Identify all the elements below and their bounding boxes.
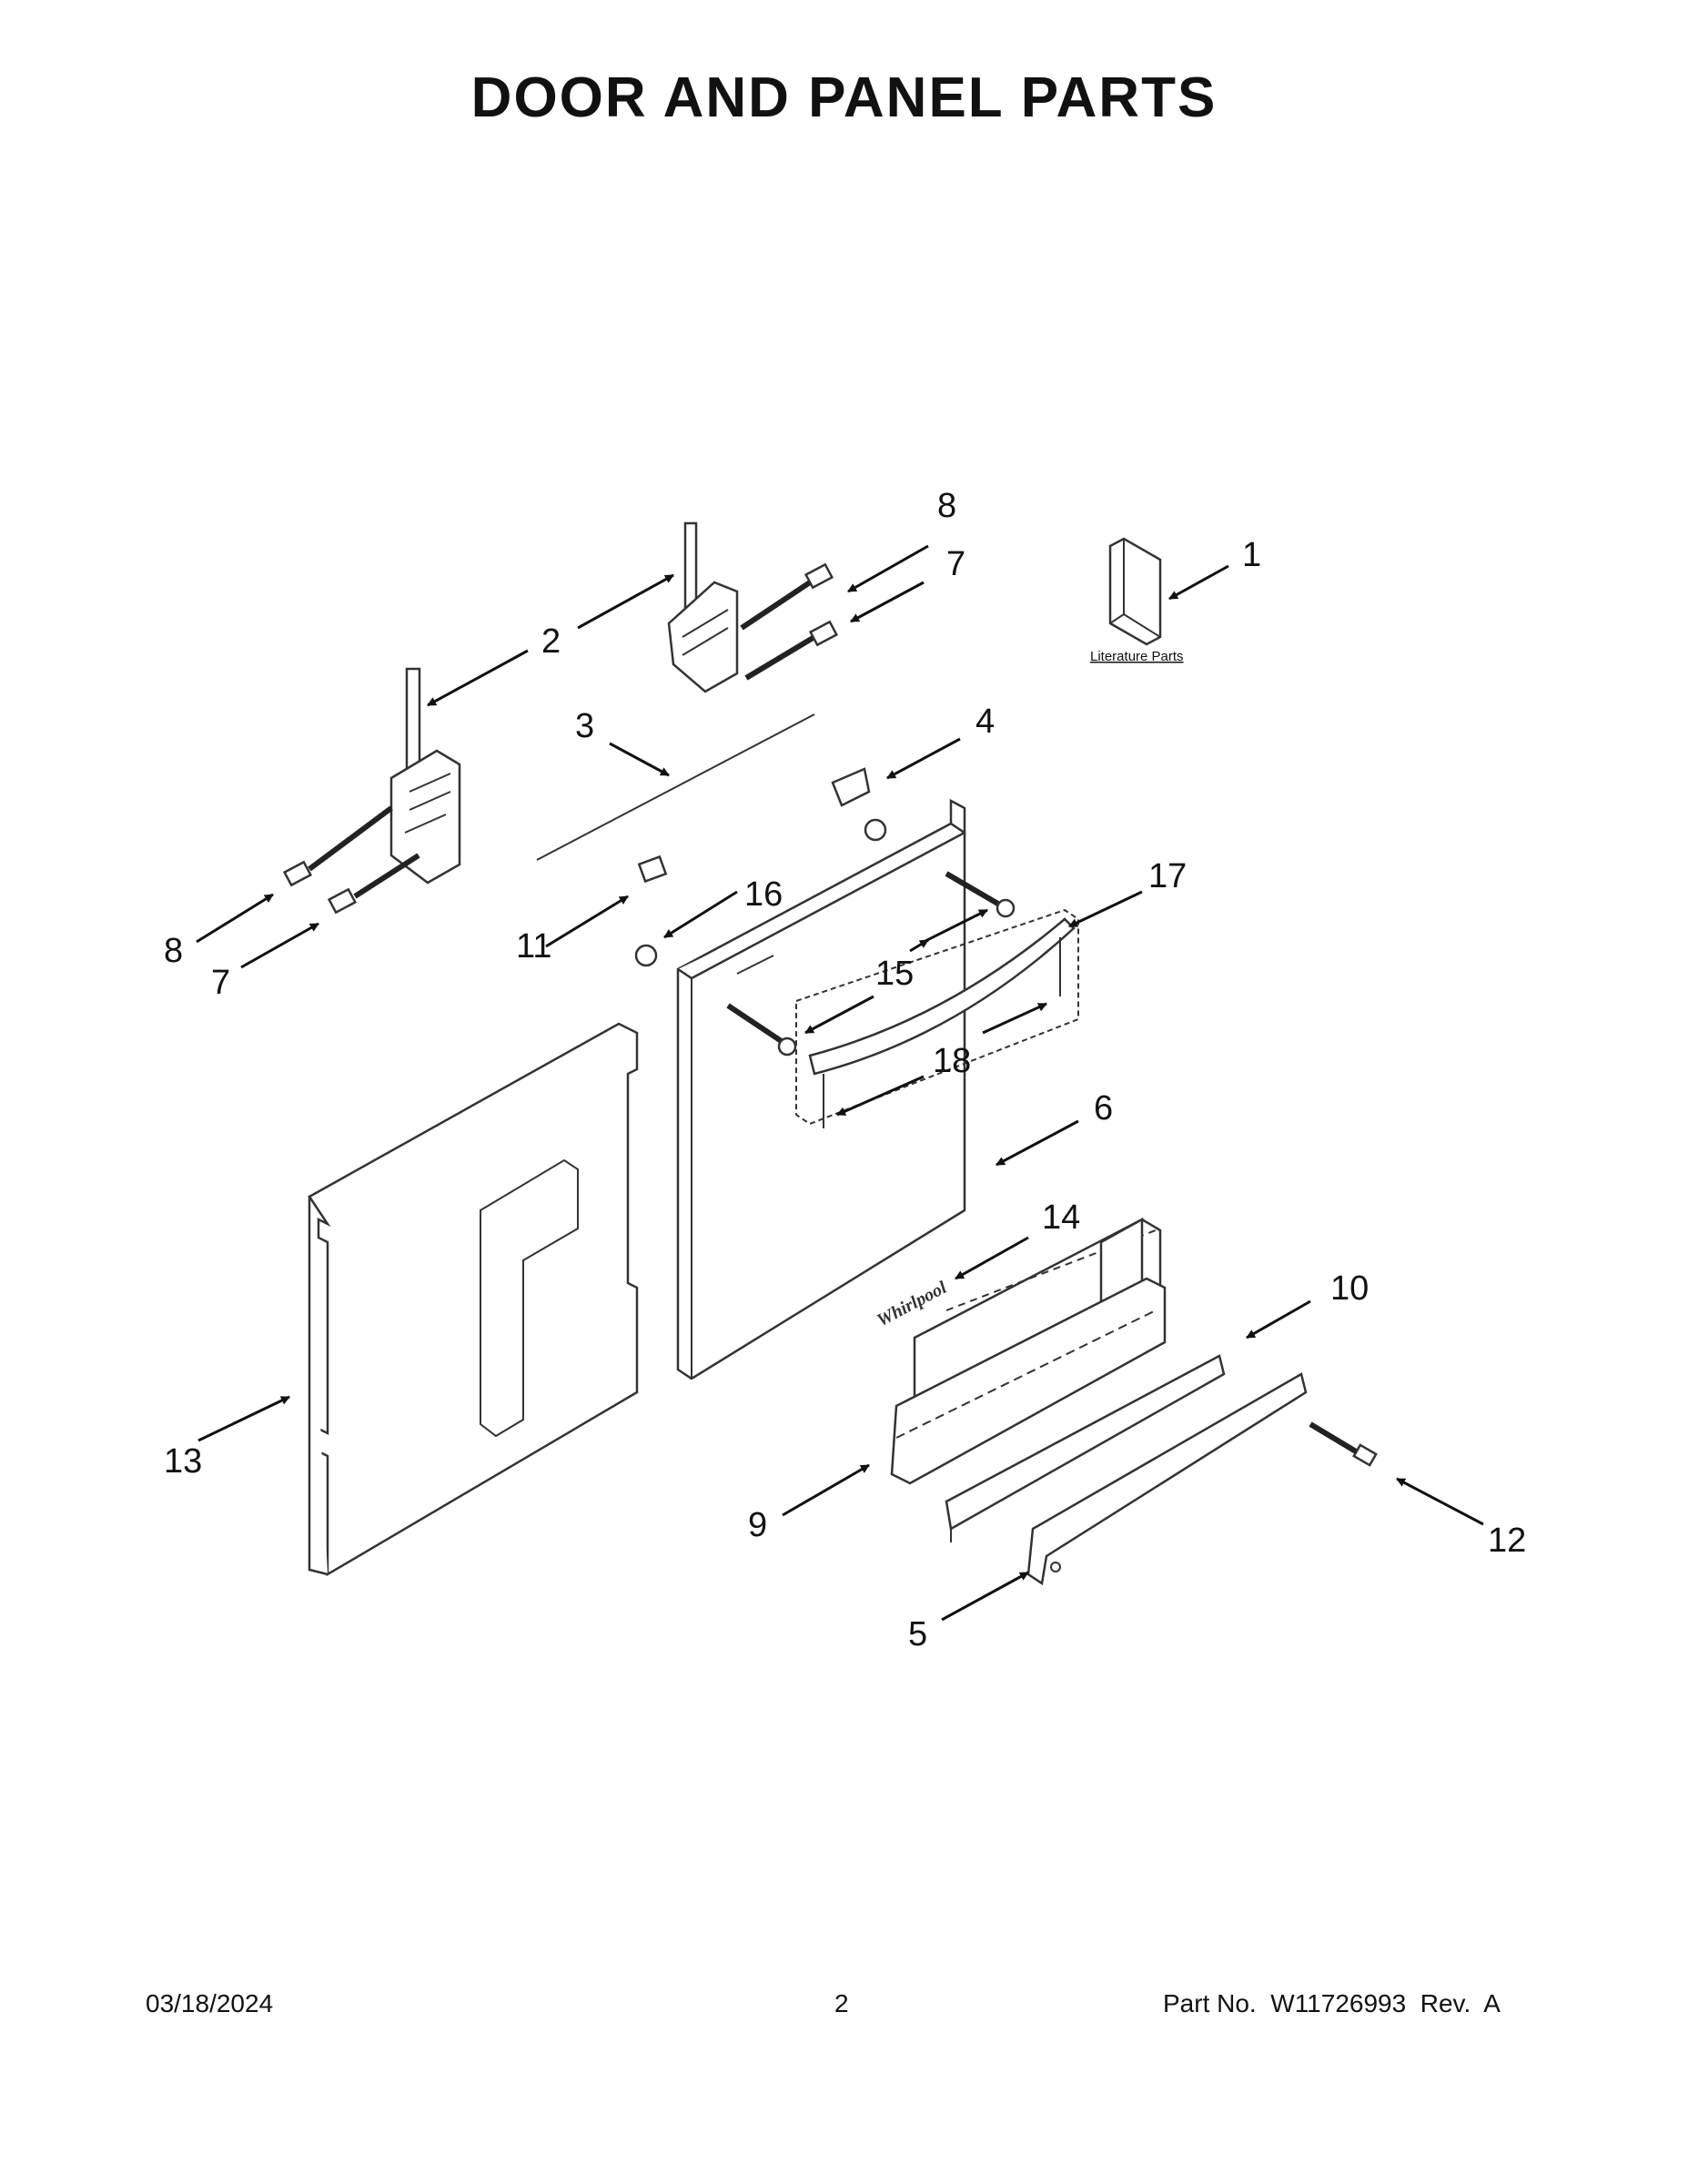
part-2-hinge-left (389, 667, 461, 885)
page-title: DOOR AND PANEL PARTS (470, 66, 1218, 129)
callout-16: 16 (744, 875, 783, 914)
callout-11: 11 (516, 927, 551, 966)
callout-4: 4 (975, 703, 995, 741)
part-1-literature: Literature Parts (1090, 537, 1184, 664)
part-4-clip (831, 767, 871, 807)
part-11-bracket (637, 854, 668, 884)
callout-7-left: 7 (211, 964, 230, 1002)
callout-18: 18 (933, 1042, 971, 1080)
literature-parts-label: Literature Parts (1090, 649, 1184, 664)
part-7-8-hinge-screws (282, 562, 839, 915)
callout-7-right: 7 (946, 545, 965, 583)
part-13-inner-panel (308, 1022, 639, 1577)
leader-lines (196, 544, 1484, 1622)
callout-13: 13 (164, 1442, 202, 1481)
callout-8-right: 8 (937, 487, 956, 525)
callout-9: 9 (748, 1506, 767, 1544)
footer-date: 03/18/2024 (146, 1989, 274, 2017)
whirlpool-logo: Whirlpool (874, 1278, 950, 1331)
callout-12: 12 (1488, 1522, 1526, 1560)
part-6-outer-door-panel: Whirlpool (676, 798, 966, 1380)
footer-page-number: 2 (834, 1989, 849, 2017)
callout-2: 2 (541, 622, 561, 661)
part-18-handle-screws (823, 937, 1061, 1128)
callout-8-left: 8 (164, 932, 183, 970)
callout-14: 14 (1042, 1198, 1080, 1237)
callout-3: 3 (575, 707, 594, 745)
callout-15: 15 (875, 955, 914, 993)
part-12-screw (1309, 1421, 1378, 1467)
part-9-lower-panel (890, 1277, 1167, 1485)
callout-17: 17 (1148, 857, 1187, 895)
part-10-strip (945, 1354, 1226, 1542)
part-3-rod (536, 713, 815, 861)
callout-numbers: 1 2 3 4 5 6 7 7 8 8 9 10 11 12 13 14 15 … (164, 487, 1526, 1653)
callout-10: 10 (1330, 1269, 1369, 1308)
part-2-hinge-right (667, 521, 739, 693)
callout-1: 1 (1242, 536, 1261, 574)
part-17-handle-frame (795, 908, 1079, 1126)
footer-part-number: Part No. W11726993 Rev. A (1163, 1989, 1501, 2017)
callout-5: 5 (908, 1615, 927, 1653)
callout-6: 6 (1094, 1089, 1113, 1127)
part-16-washers (634, 818, 887, 967)
part-15-plugs (726, 871, 1016, 1057)
